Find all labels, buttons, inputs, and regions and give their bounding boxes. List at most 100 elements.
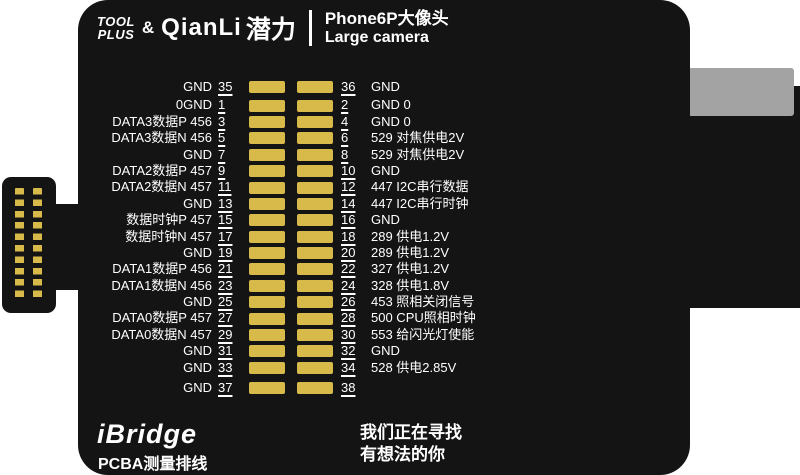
footer-slogan: 我们正在寻找 有想法的你	[360, 422, 462, 466]
left-solder-pad	[249, 99, 285, 112]
right-solder-pad	[297, 279, 333, 292]
footer-slogan-line1: 我们正在寻找	[360, 423, 462, 442]
left-pin-number: 17	[218, 228, 233, 244]
left-pin-label: DATA2数据P 457	[112, 162, 212, 178]
left-pin-label: GND	[183, 244, 212, 260]
left-pin-number: 29	[218, 326, 233, 342]
left-pin-label: GND	[183, 79, 212, 94]
footer-subtitle: PCBA测量排线	[98, 456, 208, 473]
right-pin-label: GND 0	[371, 113, 411, 129]
ibridge-logo: iBridge	[97, 419, 198, 449]
right-pin-number: 36	[341, 79, 356, 94]
pin-row: GND 13 14 447 I2C串行时钟	[88, 196, 682, 212]
right-solder-pad	[297, 382, 333, 395]
left-solder-pad	[249, 263, 285, 276]
right-pin-label: 453 照相关闭信号	[371, 294, 475, 310]
right-pin-label: 447 I2C串行时钟	[371, 195, 469, 211]
left-solder-pad	[249, 361, 285, 374]
left-solder-pad	[249, 329, 285, 342]
left-solder-pad	[249, 165, 285, 178]
left-solder-pad	[249, 197, 285, 210]
right-solder-pad	[297, 361, 333, 374]
left-pin-number: 27	[218, 310, 233, 326]
left-pin-number: 33	[218, 359, 233, 375]
qianli-logo: QianLi	[161, 14, 242, 41]
left-pin-number: 3	[218, 113, 226, 129]
right-pin-number: 20	[341, 244, 356, 260]
right-solder-pad	[297, 132, 333, 145]
right-solder-pad	[297, 148, 333, 161]
right-solder-pad	[297, 197, 333, 210]
right-pin-label: GND	[371, 162, 400, 178]
right-pin-label: 528 供电2.85V	[371, 359, 457, 375]
left-pin-label: GND	[183, 195, 212, 211]
left-pin-number: 31	[218, 343, 233, 359]
left-pin-label: 数据时钟P 457	[126, 212, 212, 228]
right-solder-pad	[297, 230, 333, 243]
left-pin-number: 25	[218, 294, 233, 310]
right-pin-label: 327 供电1.2V	[371, 261, 450, 277]
left-solder-pad	[249, 132, 285, 145]
right-solder-pad	[297, 181, 333, 194]
left-pin-label: DATA3数据P 456	[112, 113, 212, 129]
right-pin-label: 289 供电1.2V	[371, 228, 450, 244]
pin-row: GND 33 34 528 供电2.85V	[88, 360, 682, 376]
pin-row: DATA0数据P 457 27 28 500 CPU照相时钟	[88, 310, 682, 326]
pin-row: GND 19 20 289 供电1.2V	[88, 245, 682, 261]
right-pin-label: GND	[371, 79, 400, 94]
pin-row: 数据时钟N 457 17 18 289 供电1.2V	[88, 229, 682, 245]
right-pin-number: 6	[341, 130, 349, 146]
right-pin-number: 4	[341, 113, 349, 129]
left-pin-label: DATA1数据P 456	[112, 261, 212, 277]
left-pin-label: DATA0数据P 457	[112, 310, 212, 326]
left-pin-number: 5	[218, 130, 226, 146]
left-pin-label: GND	[183, 380, 212, 396]
right-pin-label: 529 对焦供电2V	[371, 146, 465, 162]
product-name-chinese: Phone6P大像头	[324, 9, 449, 28]
left-pin-number: 35	[218, 79, 233, 94]
connector-pin-column	[33, 188, 42, 302]
left-pin-label: DATA1数据N 456	[111, 277, 212, 293]
right-pin-number: 2	[341, 97, 349, 113]
left-pin-number: 1	[218, 97, 226, 113]
right-solder-pad	[297, 247, 333, 260]
left-pin-number: 7	[218, 146, 226, 162]
left-solder-pad	[249, 115, 285, 128]
left-pin-number: 13	[218, 195, 233, 211]
right-solder-pad	[297, 115, 333, 128]
right-solder-pad	[297, 312, 333, 325]
right-pin-label: 328 供电1.8V	[371, 277, 450, 293]
pin-row: DATA1数据N 456 23 24 328 供电1.8V	[88, 278, 682, 294]
left-pin-label: DATA3数据N 456	[111, 130, 212, 146]
pin-row: DATA2数据P 457 9 10 GND	[88, 163, 682, 179]
pin-row: GND 7 8 529 对焦供电2V	[88, 147, 682, 163]
pin-row: GND 35 36 GND	[88, 79, 682, 95]
left-solder-pad	[249, 181, 285, 194]
pin-row: GND 31 32 GND	[88, 343, 682, 359]
left-pin-number: 19	[218, 244, 233, 260]
header: TOOL PLUS & QianLi 潜力 Phone6P大像头 Large c…	[97, 6, 449, 50]
toolplus-logo: TOOL PLUS	[97, 15, 135, 41]
right-pin-number: 8	[341, 146, 349, 162]
right-pin-number: 16	[341, 212, 356, 228]
right-pin-number: 12	[341, 179, 356, 195]
left-solder-pad	[249, 296, 285, 309]
left-solder-pad	[249, 312, 285, 325]
right-pin-label: GND	[371, 212, 400, 228]
footer-slogan-line2: 有想法的你	[360, 445, 445, 464]
left-pin-label: GND	[183, 359, 212, 375]
left-pin-number: 37	[218, 380, 233, 396]
left-solder-pad	[249, 279, 285, 292]
header-divider	[308, 10, 312, 46]
qianli-logo-chinese: 潜力	[245, 16, 296, 44]
left-solder-pad	[249, 81, 285, 94]
product-name: Phone6P大像头 Large camera	[325, 9, 449, 47]
left-pin-label: 0GND	[175, 97, 212, 113]
left-pin-number: 11	[218, 179, 232, 195]
right-solder-pad	[297, 99, 333, 112]
left-solder-pad	[249, 382, 285, 395]
toolplus-logo-line2: PLUS	[97, 27, 135, 42]
pin-row: DATA1数据P 456 21 22 327 供电1.2V	[88, 261, 682, 277]
right-pin-number: 26	[341, 294, 356, 310]
